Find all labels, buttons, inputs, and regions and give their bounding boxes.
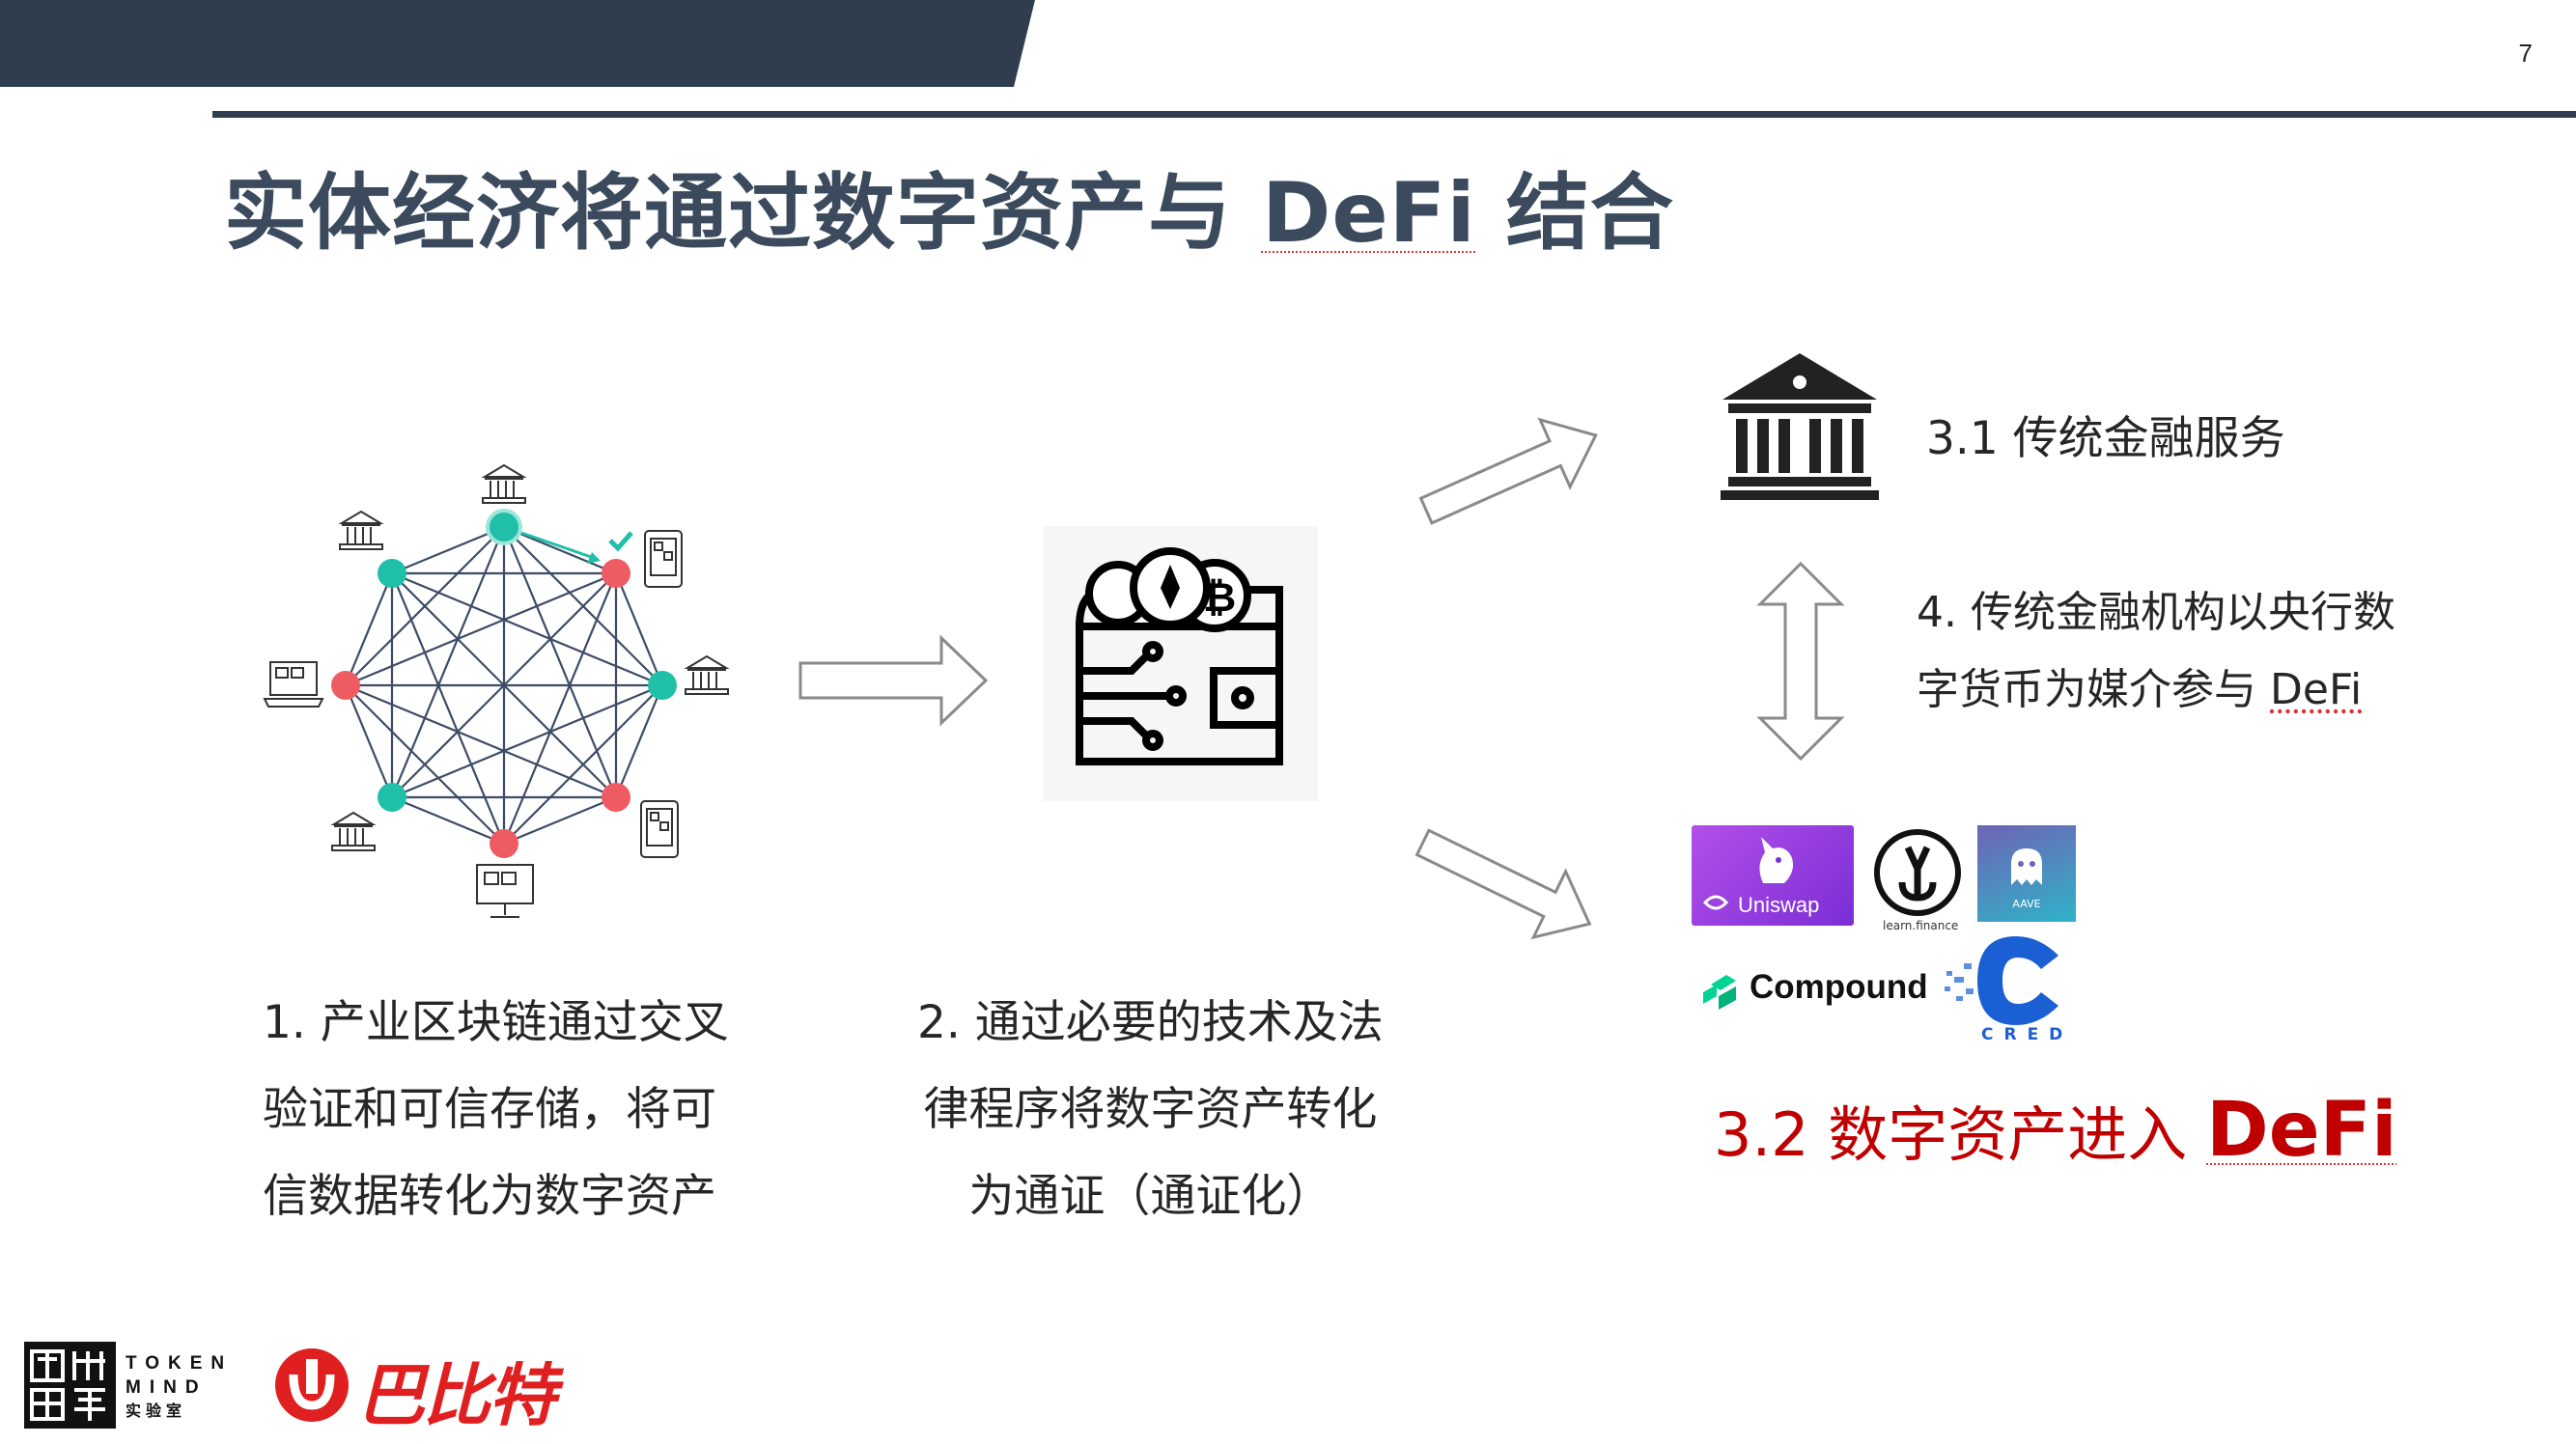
step2-line: 为通证（通证化）	[968, 1170, 1332, 1223]
babite-icon	[275, 1348, 349, 1422]
compound-label: Compound	[1750, 968, 1928, 1006]
yearn-logo	[1874, 829, 1961, 916]
blockchain-network-diagram	[263, 463, 730, 918]
header-rule	[212, 111, 2576, 118]
tablet-icon	[640, 800, 679, 858]
institutions-label: 4. 传统金融机构以央行数 字货币为媒介参与 DeFi	[1917, 574, 2395, 729]
step2-line: 2. 通过必要的技术及法	[917, 996, 1384, 1049]
arrow-up-right	[1418, 417, 1598, 525]
title-defi: DeFi	[1261, 165, 1476, 262]
cred-label: CRED	[1981, 1025, 2074, 1044]
token-mind-logo	[24, 1342, 116, 1429]
crypto-wallet-icon: ₿	[1043, 526, 1318, 801]
bank-icon	[338, 510, 384, 550]
digital-assets-text: 3.2 数字资产进入	[1714, 1099, 2207, 1170]
digital-assets-defi: DeFi	[2206, 1087, 2397, 1174]
ghost-icon	[2011, 848, 2042, 885]
compound-icon	[1703, 975, 1736, 1010]
institutions-line2-defi: DeFi	[2270, 665, 2363, 714]
node-red	[602, 783, 630, 812]
token-mind-wordmark: TOKEN MIND 实验室	[126, 1351, 233, 1424]
step2-caption: 2. 通过必要的技术及法 律程序将数字资产转化 为通证（通证化）	[917, 980, 1384, 1240]
token-mind-line: MIND	[126, 1377, 208, 1398]
step1-line: 信数据转化为数字资产	[263, 1170, 716, 1223]
monitor-icon	[476, 864, 534, 918]
traditional-finance-label: 3.1 传统金融服务	[1926, 412, 2285, 465]
unicorn-icon	[1759, 837, 1793, 883]
institutions-line2: 字货币为媒介参与 DeFi	[1917, 652, 2395, 729]
step2-line: 律程序将数字资产转化	[923, 1083, 1378, 1136]
uniswap-mark-icon	[1702, 895, 1729, 910]
node-teal	[486, 509, 522, 545]
digital-assets-defi-label: 3.2 数字资产进入 DeFi	[1714, 1086, 2397, 1174]
bank-icon	[330, 811, 377, 851]
bank-icon	[684, 654, 730, 695]
check-icon	[608, 531, 633, 552]
node-teal	[378, 559, 406, 588]
bank-icon	[1721, 353, 1879, 500]
token-mind-line: 实验室	[126, 1403, 187, 1420]
verify-arrowhead	[587, 552, 601, 564]
network-edges	[344, 525, 664, 846]
svg-text:₿: ₿	[1203, 573, 1236, 621]
aave-logo: AAVE	[1977, 825, 2076, 922]
uniswap-logo: Uniswap	[1692, 825, 1854, 926]
step1-line: 1. 产业区块链通过交叉	[263, 996, 729, 1049]
step1-line: 验证和可信存储，将可	[263, 1083, 716, 1136]
arrow-down-right	[1414, 828, 1592, 940]
node-red	[331, 671, 360, 700]
verify-arrow	[520, 531, 595, 560]
babite-wordmark: 巴比特	[357, 1356, 556, 1435]
laptop-icon	[263, 661, 324, 708]
title-main: 实体经济将通过数字资产与	[224, 165, 1262, 262]
arrow-right	[798, 634, 989, 727]
institutions-line1: 4. 传统金融机构以央行数	[1917, 588, 2395, 637]
cred-logo	[1945, 936, 2058, 1025]
yearn-label: learn.finance	[1883, 919, 1959, 932]
page-number: 7	[2518, 39, 2533, 68]
double-arrow-vertical	[1756, 561, 1845, 762]
header-bar	[0, 0, 1035, 87]
node-red	[602, 559, 630, 588]
page-title: 实体经济将通过数字资产与 DeFi 结合	[224, 145, 1674, 265]
step1-caption: 1. 产业区块链通过交叉 验证和可信存储，将可 信数据转化为数字资产	[263, 980, 729, 1240]
node-teal	[378, 783, 406, 812]
bank-icon	[481, 463, 527, 504]
tablet-icon	[644, 530, 683, 588]
institutions-line2-text: 字货币为媒介参与	[1917, 665, 2270, 714]
token-mind-line: TOKEN	[126, 1353, 234, 1374]
title-tail: 结合	[1475, 165, 1674, 262]
uniswap-label: Uniswap	[1738, 893, 1820, 917]
aave-label: AAVE	[2012, 898, 2041, 910]
node-teal	[648, 671, 677, 700]
node-red	[490, 829, 518, 858]
